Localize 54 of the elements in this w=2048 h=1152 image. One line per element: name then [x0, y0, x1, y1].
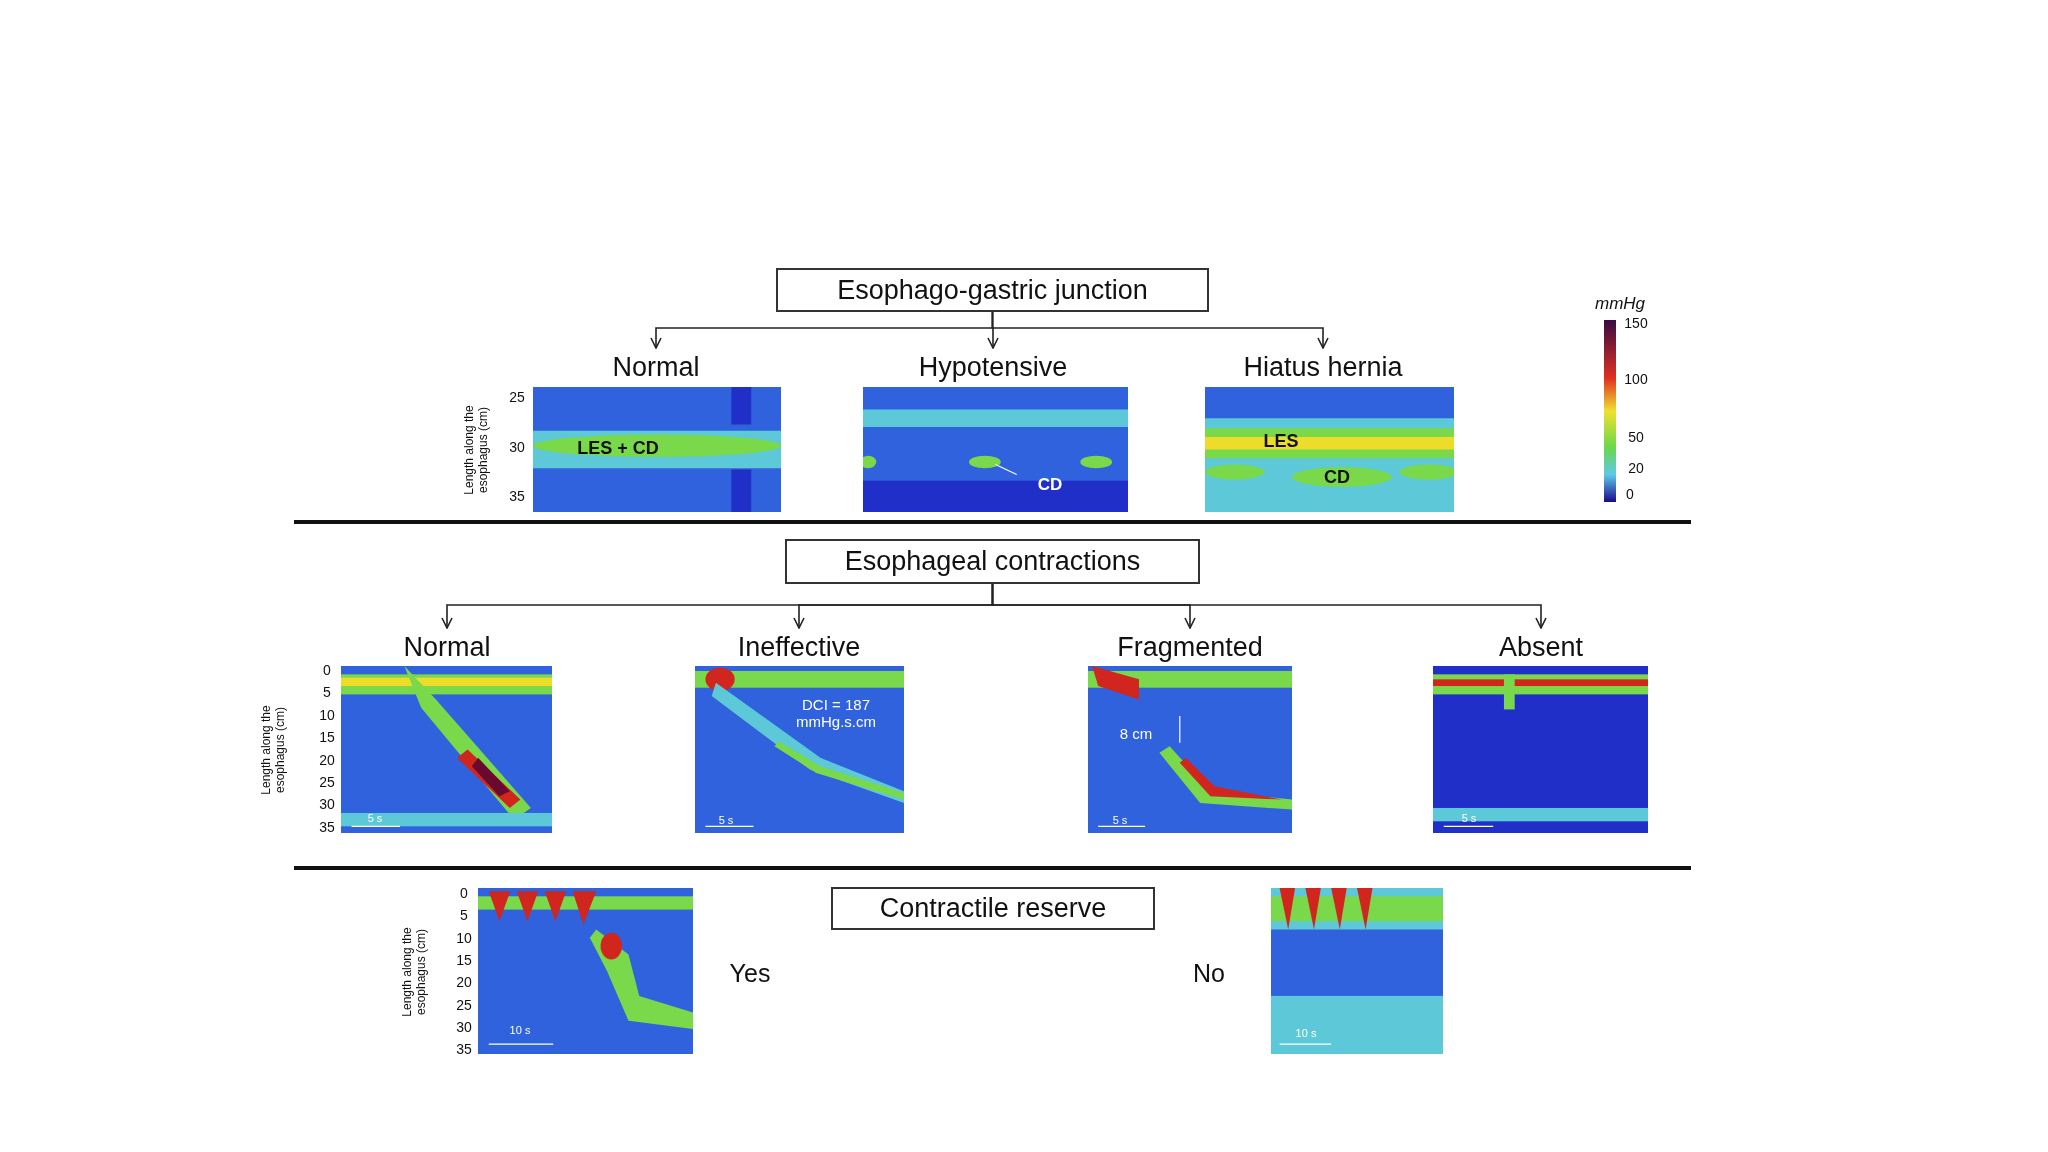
tick-label: 150 [1624, 315, 1648, 331]
scale-label: 10 s [509, 1024, 531, 1036]
tick-label: 0 [1626, 486, 1634, 502]
tick-label: 35 [319, 818, 335, 835]
tick-label: 0 [323, 662, 331, 678]
tick-label: 35 [509, 488, 525, 504]
arrow [991, 311, 1329, 349]
tick-label: 30 [456, 1018, 472, 1035]
answer-label: Yes [729, 958, 771, 988]
tick-label: 0 [460, 885, 468, 901]
tick-label: 5 [323, 684, 331, 701]
axis-title: Length along the esophagus (cm) [260, 704, 288, 797]
tick-label: 50 [1628, 429, 1644, 445]
category-title: Hiatus hernia [1238, 350, 1408, 384]
plot-annotation: CD [1037, 475, 1063, 495]
tick-label: 25 [319, 774, 335, 790]
scale-label: 10 s [1295, 1027, 1317, 1039]
category-title: Normal [387, 630, 507, 664]
tick-label: 25 [509, 389, 525, 405]
plot-annotation: CD [1324, 466, 1350, 488]
tick-label: 5 [460, 907, 468, 924]
tick-label: 30 [319, 796, 335, 813]
tick-label: 15 [319, 729, 335, 746]
tick-label: 30 [509, 439, 525, 455]
category-box: Esophageal contractions [785, 539, 1200, 584]
tick-label: 25 [456, 996, 472, 1013]
scale-label: 5 s [718, 814, 734, 826]
axis-title: Length along the esophagus (cm) [463, 404, 491, 497]
tick-label: 20 [456, 974, 472, 991]
plot-annotation: DCI = 187 mmHg.s.cm [795, 696, 877, 730]
category-box: Contractile reserve [831, 887, 1155, 930]
arrow [991, 583, 1547, 629]
category-title: Absent [1486, 630, 1596, 664]
plot-annotation: 8 cm [1119, 724, 1153, 742]
category-box: Esophago-gastric junction [776, 268, 1209, 312]
plot-annotation: LES [1263, 430, 1299, 452]
answer-label: No [1193, 958, 1225, 988]
category-title: Normal [596, 350, 716, 384]
tick-label: 20 [319, 751, 335, 768]
tick-label: 10 [456, 929, 472, 946]
scale-label: 5 s [1461, 812, 1477, 824]
tick-label: 20 [1628, 460, 1644, 476]
axis-title: mmHg [1594, 294, 1646, 314]
tick-label: 100 [1624, 371, 1648, 387]
axis-title: Length along the esophagus (cm) [401, 926, 429, 1019]
plot-annotation: LES + CD [577, 437, 659, 459]
scale-label: 5 s [367, 812, 383, 824]
scale-label: 5 s [1112, 814, 1128, 826]
tick-label: 10 [319, 706, 335, 723]
tick-label: 35 [456, 1041, 472, 1058]
category-title: Fragmented [1110, 630, 1270, 664]
category-title: Ineffective [729, 630, 869, 664]
tick-label: 15 [456, 951, 472, 968]
category-title: Hypotensive [908, 350, 1078, 384]
